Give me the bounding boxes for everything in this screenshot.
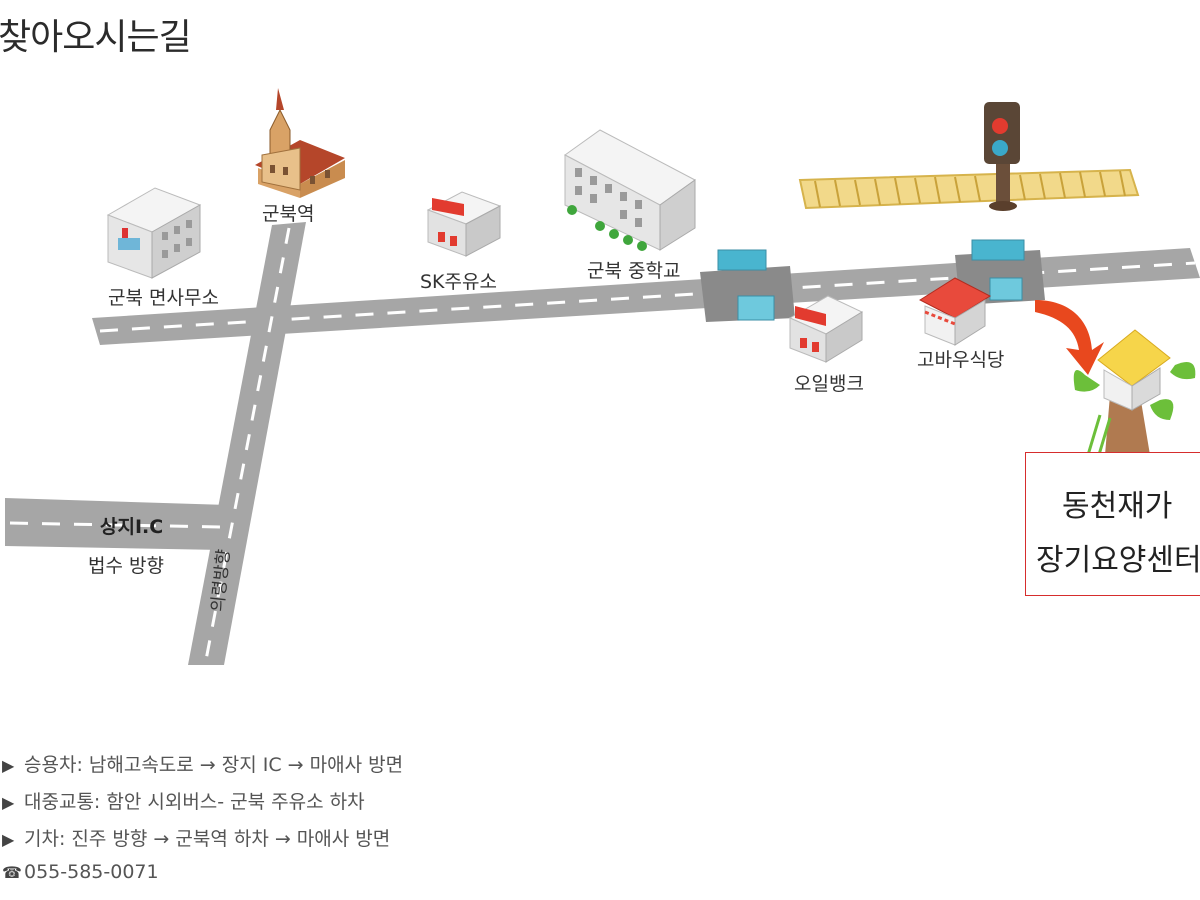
gas-station-icon bbox=[788, 295, 864, 363]
label-gobau-restaurant: 고바우식당 bbox=[917, 349, 1005, 371]
label-beopsu-direction: 법수 방향 bbox=[88, 555, 164, 577]
direction-text: 승용차: 남해고속도로 → 장지 IC → 마애사 방면 bbox=[24, 754, 404, 776]
destination-line-1: 동천재가 bbox=[1062, 489, 1173, 524]
label-middle-school: 군북 중학교 bbox=[587, 260, 681, 282]
restaurant-icon bbox=[918, 277, 992, 346]
destination-box: 동천재가 장기요양센터 bbox=[1025, 452, 1200, 596]
direction-text: 대중교통: 함안 시외버스- 군북 주유소 하차 bbox=[24, 791, 365, 813]
direction-public-transport: ▶ 대중교통: 함안 시외버스- 군북 주유소 하차 bbox=[2, 787, 403, 824]
label-sk-gas: SK주유소 bbox=[420, 271, 497, 293]
destination-line-2: 장기요양센터 bbox=[1036, 543, 1200, 578]
arrow-bullet-icon: ▶ bbox=[2, 756, 15, 775]
roads bbox=[5, 222, 1200, 665]
phone-icon: ☎ bbox=[2, 863, 22, 882]
overpass-1 bbox=[700, 249, 795, 322]
label-sangji-ic: 상지I.C bbox=[100, 516, 164, 538]
label-oil-bank: 오일뱅크 bbox=[794, 373, 864, 395]
page-title: 찾아오시는길 bbox=[0, 17, 192, 58]
direction-text: 기차: 진주 방향 → 군북역 하차 → 마애사 방면 bbox=[24, 828, 391, 850]
direction-phone: ☎055-585-0071 bbox=[2, 861, 403, 898]
main-road-lane bbox=[99, 261, 1196, 333]
area-map bbox=[5, 88, 1200, 665]
vertical-road-lane bbox=[204, 227, 291, 661]
direction-train: ▶ 기차: 진주 방향 → 군북역 하차 → 마애사 방면 bbox=[2, 824, 403, 861]
railway bbox=[798, 168, 1140, 210]
tree-house-icon bbox=[1073, 329, 1196, 459]
side-road-lane bbox=[9, 521, 223, 529]
arrow-bullet-icon: ▶ bbox=[2, 830, 15, 849]
direction-car: ▶ 승용차: 남해고속도로 → 장지 IC → 마애사 방면 bbox=[2, 750, 403, 787]
station-building-icon bbox=[255, 88, 345, 198]
traffic-light-icon bbox=[984, 102, 1020, 211]
destination-arrow bbox=[1035, 300, 1104, 375]
phone-number: 055-585-0071 bbox=[24, 861, 159, 883]
school-building-icon bbox=[564, 129, 696, 251]
gas-station-icon bbox=[426, 191, 502, 257]
label-myeon-office: 군북 면사무소 bbox=[108, 287, 219, 309]
office-building-icon bbox=[106, 187, 202, 279]
label-gunbuk-station: 군북역 bbox=[262, 203, 315, 225]
directions-list: ▶ 승용차: 남해고속도로 → 장지 IC → 마애사 방면 ▶ 대중교통: 함안 … bbox=[2, 750, 403, 898]
arrow-bullet-icon: ▶ bbox=[2, 793, 15, 812]
